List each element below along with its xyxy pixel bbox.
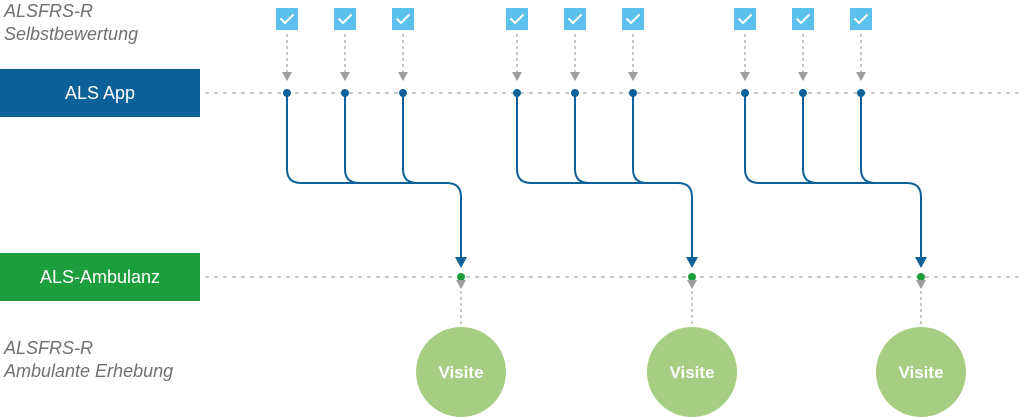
- als-clinic-lane-box: ALS-Ambulanz: [0, 253, 200, 301]
- check-mark: [796, 14, 810, 24]
- data-transfer-path: [744, 93, 922, 258]
- clinic-data-point: [457, 273, 465, 281]
- self-assessment-arrow: [740, 34, 750, 81]
- visit-arrow: [916, 280, 926, 330]
- check-mark: [338, 14, 352, 24]
- arrow-down-icon: [570, 72, 580, 81]
- outpatient-assessment-label-line1: ALSFRS-R: [4, 338, 94, 358]
- self-assessment-label-line2: Selbstbewertung: [4, 24, 139, 44]
- checkbox-checked-icon: [734, 8, 756, 30]
- check-mark: [510, 14, 524, 24]
- arrow-down-icon: [740, 72, 750, 81]
- self-assessment-arrow: [512, 34, 522, 81]
- arrow-down-icon: [398, 72, 408, 81]
- check-mark: [854, 14, 868, 24]
- visit-arrow: [687, 280, 697, 330]
- als-app-lane-label: ALS App: [64, 82, 136, 103]
- arrow-down-icon: [455, 257, 467, 268]
- checkbox-box: [392, 8, 414, 30]
- arrow-down-icon: [456, 280, 466, 289]
- checkbox-checked-icon: [506, 8, 528, 30]
- checkbox-checked-icon: [850, 8, 872, 30]
- checkbox-box: [564, 8, 586, 30]
- checkbox-checked-icon: [564, 8, 586, 30]
- checkbox-box: [506, 8, 528, 30]
- als-clinic-lane-label: ALS-Ambulanz: [39, 266, 161, 287]
- check-mark: [626, 14, 640, 24]
- visit-circle: [647, 327, 737, 417]
- app-data-point: [629, 89, 637, 97]
- arrow-down-icon: [915, 257, 927, 268]
- app-data-point: [341, 89, 349, 97]
- check-mark: [568, 14, 582, 24]
- check-mark: [738, 14, 752, 24]
- clinic-data-point: [688, 273, 696, 281]
- app-data-point: [799, 89, 807, 97]
- app-data-point: [513, 89, 521, 97]
- clinic-data-point: [917, 273, 925, 281]
- arrow-down-icon: [916, 280, 926, 289]
- self-assessment-label: ALSFRS-R Selbstbewertung: [4, 0, 138, 46]
- checkbox-box: [792, 8, 814, 30]
- outpatient-assessment-label-line2: Ambulante Erhebung: [4, 361, 174, 381]
- self-assessment-arrow: [570, 34, 580, 81]
- app-data-point: [741, 89, 749, 97]
- check-mark: [280, 14, 294, 24]
- arrow-down-icon: [686, 257, 698, 268]
- checkbox-checked-icon: [792, 8, 814, 30]
- checkbox-box: [334, 8, 356, 30]
- visit-label: Visite: [438, 363, 483, 382]
- outpatient-assessment-label: ALSFRS-R Ambulante Erhebung: [4, 337, 173, 383]
- assessment-groups: Visite Visite Visite: [276, 8, 966, 417]
- arrow-down-icon: [856, 72, 866, 81]
- visit-circle: [876, 327, 966, 417]
- data-transfer-path: [516, 93, 693, 258]
- check-mark: [396, 14, 410, 24]
- self-assessment-arrow: [340, 34, 350, 81]
- arrow-down-icon: [282, 72, 292, 81]
- app-data-point: [399, 89, 407, 97]
- arrow-down-icon: [628, 72, 638, 81]
- visit-arrow: [456, 280, 466, 330]
- app-data-point: [857, 89, 865, 97]
- self-assessment-label-line1: ALSFRS-R: [4, 1, 94, 21]
- data-transfer-path: [286, 93, 462, 258]
- self-assessment-arrow: [798, 34, 808, 81]
- visit-label: Visite: [669, 363, 714, 382]
- self-assessment-arrow: [628, 34, 638, 81]
- checkbox-box: [622, 8, 644, 30]
- checkbox-box: [276, 8, 298, 30]
- self-assessment-arrow: [398, 34, 408, 81]
- als-app-lane-box: ALS App: [0, 69, 200, 117]
- checkbox-checked-icon: [276, 8, 298, 30]
- app-data-point: [571, 89, 579, 97]
- arrow-down-icon: [687, 280, 697, 289]
- checkbox-box: [850, 8, 872, 30]
- self-assessment-arrow: [856, 34, 866, 81]
- arrow-down-icon: [798, 72, 808, 81]
- checkbox-checked-icon: [622, 8, 644, 30]
- visit-circle: [416, 327, 506, 417]
- arrow-down-icon: [340, 72, 350, 81]
- self-assessment-arrow: [282, 34, 292, 81]
- checkbox-box: [734, 8, 756, 30]
- checkbox-checked-icon: [334, 8, 356, 30]
- checkbox-checked-icon: [392, 8, 414, 30]
- visit-label: Visite: [898, 363, 943, 382]
- app-data-point: [283, 89, 291, 97]
- arrow-down-icon: [512, 72, 522, 81]
